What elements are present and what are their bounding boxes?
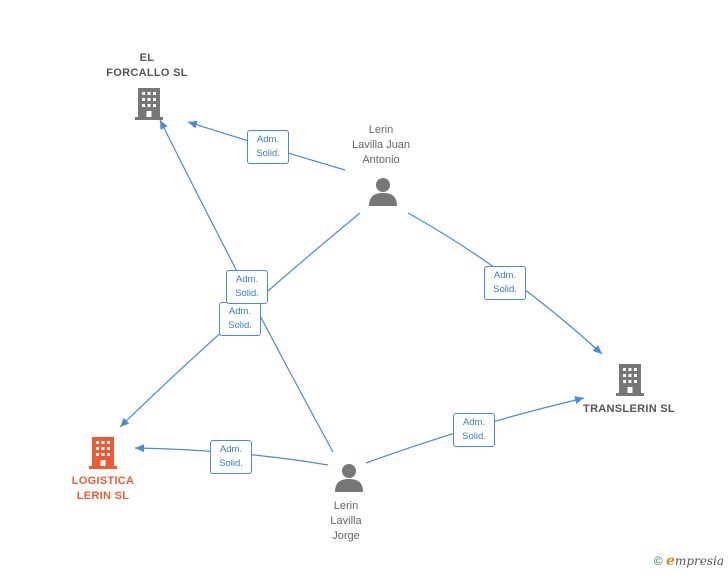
edge-label-juan-to-forcallo: Adm. Solid. bbox=[247, 130, 289, 164]
person-label-juan-antonio[interactable]: Lerin Lavilla Juan Antonio bbox=[351, 124, 411, 166]
person-icon[interactable] bbox=[368, 177, 398, 207]
company-label-translerin[interactable]: TRANSLERIN SL bbox=[583, 403, 675, 415]
person-icon[interactable] bbox=[334, 463, 364, 493]
edge-label-juan-to-translerin: Adm. Solid. bbox=[484, 266, 526, 300]
building-icon[interactable] bbox=[615, 363, 645, 397]
footer-brand[interactable]: © empresia bbox=[654, 553, 724, 569]
edge-label-jorge-to-logistica: Adm. Solid. bbox=[210, 440, 252, 474]
company-label-el-forcallo[interactable]: EL FORCALLO SL bbox=[106, 52, 188, 79]
edge-label-jorge-to-translerin: Adm. Solid. bbox=[453, 413, 495, 447]
company-label-logistica-lerin[interactable]: LOGISTICA LERIN SL bbox=[71, 475, 135, 502]
building-icon[interactable] bbox=[134, 87, 164, 121]
person-label-jorge[interactable]: Lerin Lavilla Jorge bbox=[330, 500, 362, 542]
copyright-symbol: © bbox=[653, 554, 663, 568]
edge-label-jorge-to-forcallo: Adm. Solid. bbox=[226, 270, 268, 304]
edge-label-juan-to-logistica: Adm. Solid. bbox=[219, 302, 261, 336]
building-icon[interactable] bbox=[88, 436, 118, 470]
brand-logo: empresia bbox=[666, 553, 724, 569]
